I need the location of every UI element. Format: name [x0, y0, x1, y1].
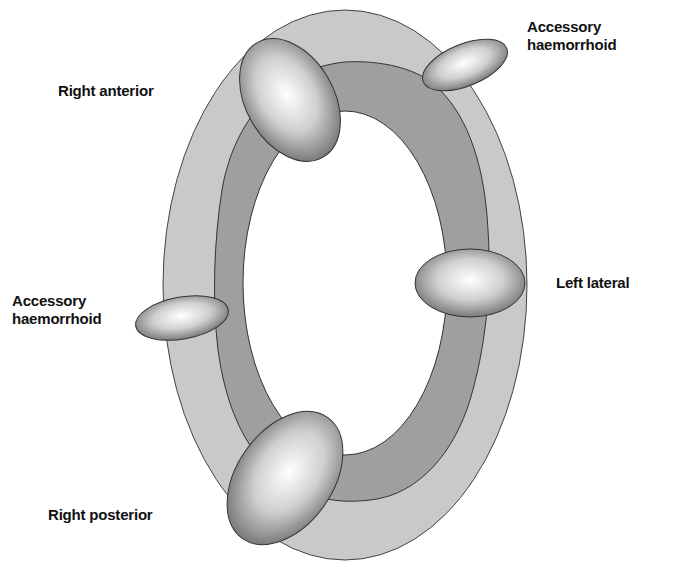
haemorrhoid-accessory-upper: [415, 29, 514, 102]
haemorrhoid-right-anterior: [219, 21, 361, 179]
haemorrhoid-right-posterior: [203, 390, 367, 566]
outer-wall: [163, 10, 527, 560]
part-label: Left lateral: [556, 274, 629, 292]
part-label: Accessory haemorrhoid: [527, 18, 637, 54]
part-label: Accessory haemorrhoid: [12, 292, 122, 328]
haemorrhoid-accessory-lower: [132, 289, 232, 347]
part-label: Right posterior: [48, 506, 153, 524]
part-label: Right anterior: [58, 82, 154, 100]
haemorrhoid-left-lateral: [415, 249, 525, 317]
